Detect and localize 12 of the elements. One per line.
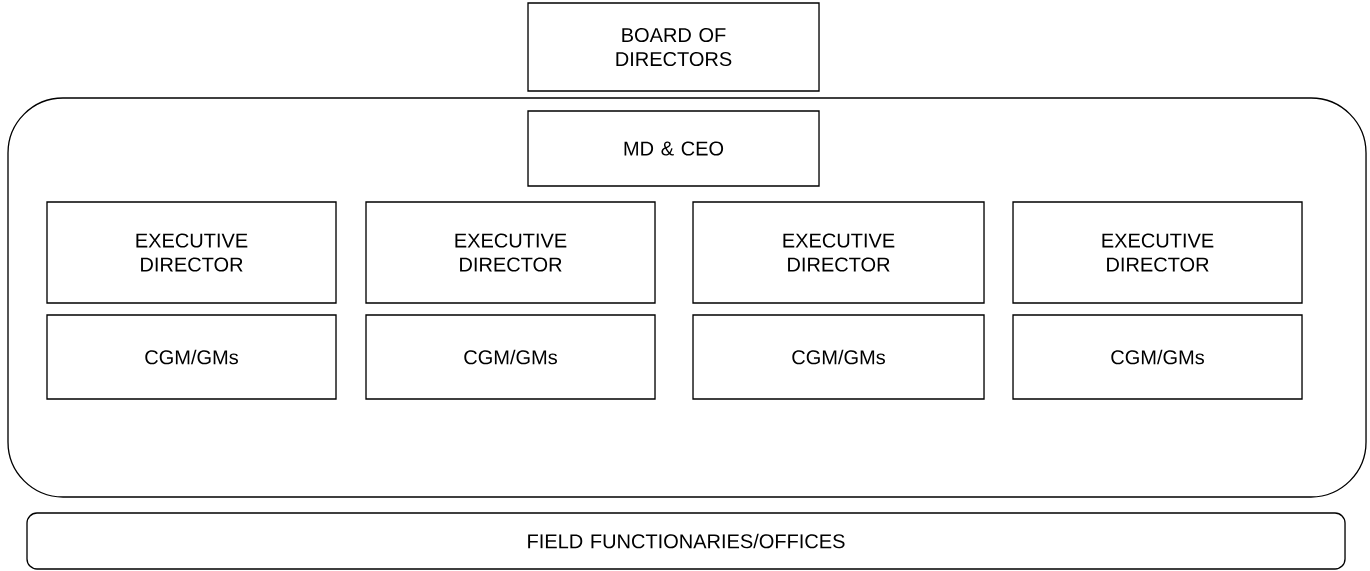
org-box: BOARD OF DIRECTORS	[527, 2, 820, 92]
org-box: EXECUTIVE DIRECTOR	[692, 201, 985, 304]
org-box: CGM/GMs	[365, 314, 656, 400]
org-box: MD & CEO	[527, 110, 820, 187]
org-box: EXECUTIVE DIRECTOR	[46, 201, 337, 304]
org-box: EXECUTIVE DIRECTOR	[365, 201, 656, 304]
banner-box: FIELD FUNCTIONARIES/OFFICES	[26, 512, 1346, 570]
org-box: CGM/GMs	[692, 314, 985, 400]
org-box: CGM/GMs	[1012, 314, 1303, 400]
org-box: EXECUTIVE DIRECTOR	[1012, 201, 1303, 304]
org-box: CGM/GMs	[46, 314, 337, 400]
group-frame	[7, 97, 1367, 498]
